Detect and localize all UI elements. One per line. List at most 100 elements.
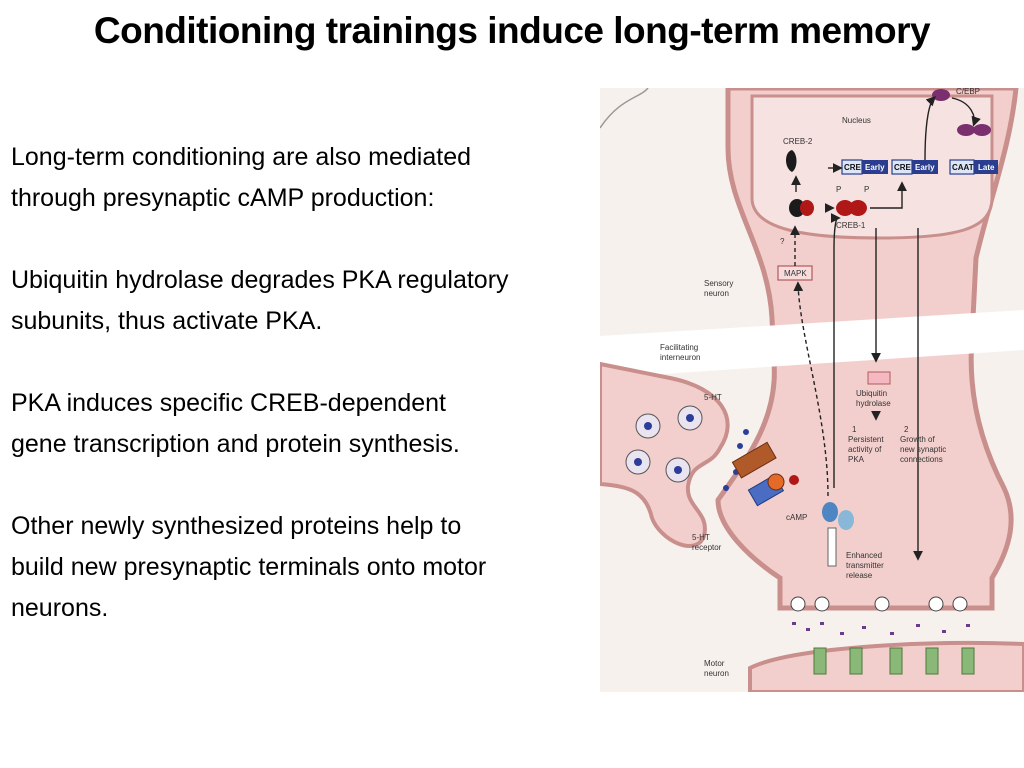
transmitter: [792, 622, 796, 625]
serotonin-dot: [644, 422, 652, 430]
label-motor-neuron: neuron: [704, 669, 729, 678]
label-step2: new synaptic: [900, 445, 946, 454]
text-line: neurons.: [11, 594, 109, 622]
label-ubiquitin: Ubiquitin: [856, 389, 887, 398]
label-caat: CAAT: [952, 163, 974, 172]
text-line: subunits, thus activate PKA.: [11, 307, 323, 335]
label-motor-neuron: Motor: [704, 659, 725, 668]
arrow: [870, 181, 907, 209]
label-cre: CRE: [844, 163, 862, 172]
label-step1: Persistent: [848, 435, 884, 444]
pka-channel: [827, 527, 837, 567]
serotonin-dot: [634, 458, 642, 466]
text-line: PKA induces specific CREB-dependent: [11, 389, 446, 417]
label-facilitating-interneuron: Facilitating: [660, 343, 698, 352]
label-early: Early: [865, 163, 885, 172]
label-enhanced: transmitter: [846, 561, 884, 570]
label-step2: Growth of: [900, 435, 935, 444]
arrow: [924, 96, 936, 161]
slide-title: Conditioning trainings induce long-term …: [93, 10, 931, 51]
synapse-figure: C/EBP Nucleus CREB-2 CRE Early CRE Early…: [600, 88, 1024, 692]
label-question: ?: [780, 237, 785, 246]
cyclase-block: [731, 441, 777, 479]
label-receptor: receptor: [692, 543, 722, 552]
postsynaptic-receptor: [925, 647, 939, 675]
pka-molecule: [822, 502, 838, 522]
transmitter: [806, 628, 810, 631]
text-line: build new presynaptic terminals onto mot…: [11, 553, 487, 581]
transmitter-cloud: [792, 622, 970, 635]
ubiquitin-box: [867, 371, 891, 385]
transmitter: [942, 630, 946, 633]
text-line: through presynaptic cAMP production:: [11, 184, 435, 212]
label-late: Late: [978, 163, 995, 172]
label-ubiquitin: hydrolase: [856, 399, 891, 408]
creb1-molecule: [800, 200, 814, 216]
label-early: Early: [915, 163, 935, 172]
creb1-molecule: [836, 200, 854, 216]
label-cebp: C/EBP: [956, 88, 980, 96]
label-step1: 1: [852, 425, 857, 434]
g-protein: [789, 475, 799, 485]
transmitter: [862, 626, 866, 629]
serotonin-dot: [737, 443, 743, 449]
postsynaptic-receptor: [961, 647, 975, 675]
label-facilitating-interneuron: interneuron: [660, 353, 700, 362]
paragraph-pka: PKA induces specific CREB-dependent gene…: [11, 383, 641, 465]
transmitter: [966, 624, 970, 627]
label-enhanced: Enhanced: [846, 551, 882, 560]
cebp-molecule: [932, 89, 950, 101]
label-creb2: CREB-2: [783, 137, 813, 146]
transmitter: [820, 622, 824, 625]
postsynaptic-receptor: [813, 647, 827, 675]
vesicle: [952, 596, 968, 612]
label-step1: activity of: [848, 445, 882, 454]
label-enhanced: release: [846, 571, 873, 580]
creb1-molecule: [849, 200, 867, 216]
pka-wheel: [767, 473, 785, 491]
label-step1: PKA: [848, 455, 865, 464]
text-line: Ubiquitin hydrolase degrades PKA regulat…: [11, 266, 509, 294]
pka-molecule: [838, 510, 854, 530]
early-box: [912, 160, 938, 174]
serotonin-dot: [674, 466, 682, 474]
arrow: [951, 97, 981, 127]
creb2-molecule: [789, 199, 805, 217]
text-line: Long-term conditioning are also mediated: [11, 143, 471, 171]
postsynaptic-receptor: [889, 647, 903, 675]
cell-edge: [600, 88, 649, 129]
serotonin-dot: [686, 414, 694, 422]
label-step2: 2: [904, 425, 909, 434]
body-text: Long-term conditioning are also mediated…: [11, 137, 641, 670]
label-mapk: MAPK: [784, 269, 807, 278]
label-sensory-neuron: neuron: [704, 289, 729, 298]
vesicle: [790, 596, 806, 612]
label-camp: cAMP: [786, 513, 807, 522]
serotonin-dot: [723, 485, 729, 491]
dashed-arrow: [793, 281, 829, 497]
postsynaptic-receptor: [849, 647, 863, 675]
vesicle: [874, 596, 890, 612]
label-p: P: [864, 185, 869, 194]
arrow: [830, 213, 841, 488]
label-cre: CRE: [894, 163, 912, 172]
serotonin-dot: [743, 429, 749, 435]
cebp-molecule: [973, 124, 991, 136]
label-nucleus: Nucleus: [842, 116, 871, 125]
label-p: P: [836, 185, 841, 194]
cebp-molecule: [957, 124, 975, 136]
creb2-molecule: [786, 150, 797, 172]
paragraph-ubiquitin: Ubiquitin hydrolase degrades PKA regulat…: [11, 260, 641, 342]
paragraph-camp: Long-term conditioning are also mediated…: [11, 137, 641, 219]
text-line: Other newly synthesized proteins help to: [11, 512, 462, 540]
late-box: [974, 160, 998, 174]
label-serotonin: 5-HT: [704, 393, 722, 402]
transmitter: [890, 632, 894, 635]
transmitter: [916, 624, 920, 627]
transmitter: [840, 632, 844, 635]
text-line: gene transcription and protein synthesis…: [11, 430, 460, 458]
label-sensory-neuron: Sensory: [704, 279, 733, 288]
vesicle: [814, 596, 830, 612]
postsynaptic-receptors: [813, 647, 975, 675]
early-box: [862, 160, 888, 174]
